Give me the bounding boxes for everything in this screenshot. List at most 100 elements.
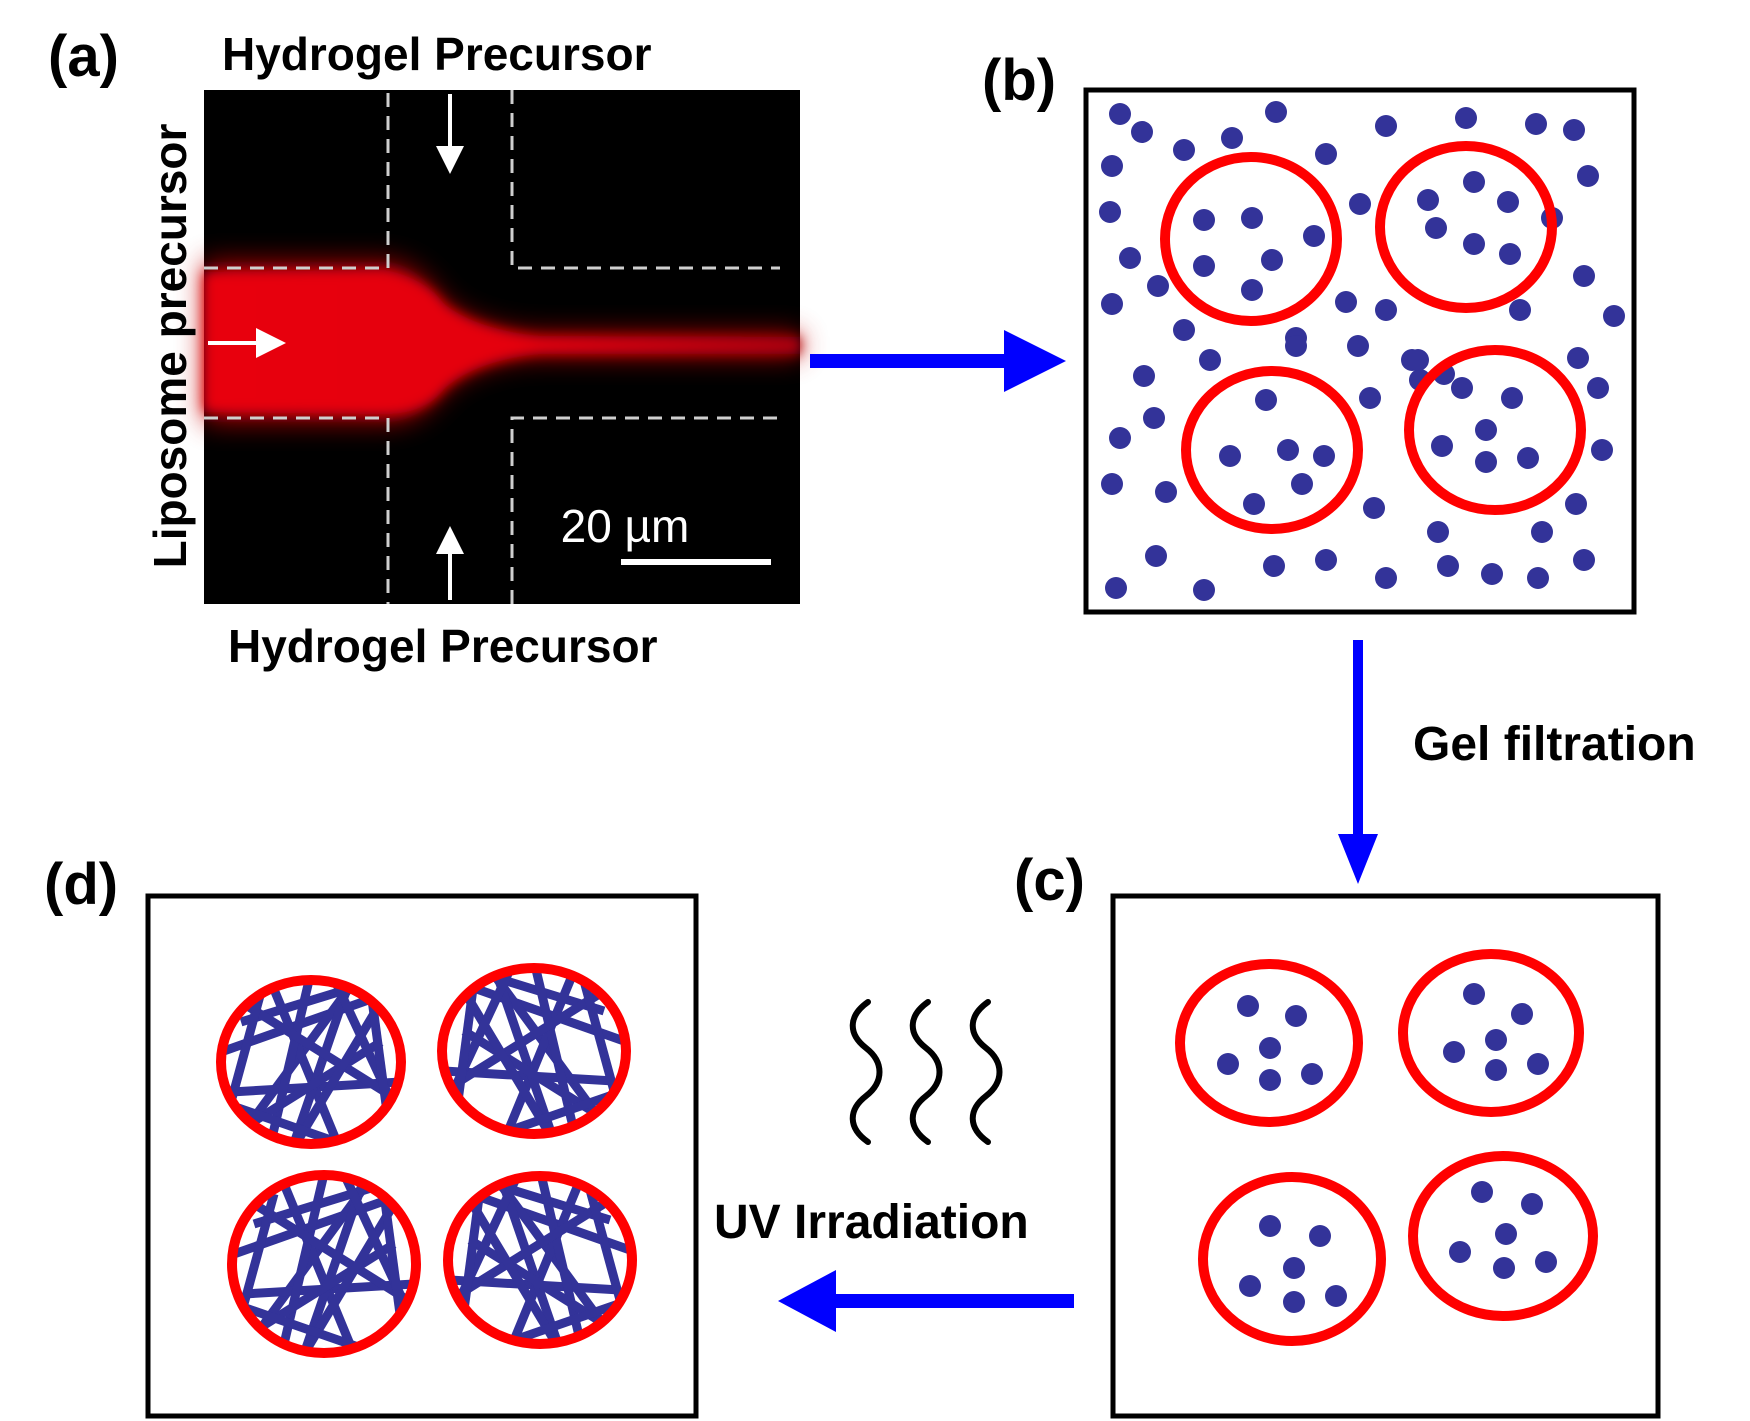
particle <box>1511 1003 1533 1025</box>
particle <box>1173 139 1195 161</box>
particle <box>1101 155 1123 177</box>
particle <box>1521 1193 1543 1215</box>
particle <box>1375 567 1397 589</box>
particle <box>1101 293 1123 315</box>
particle <box>1509 299 1531 321</box>
liposome-membrane <box>1198 1172 1386 1346</box>
panel-c-box <box>1110 893 1661 1419</box>
liposome-membrane <box>1160 152 1342 326</box>
crosslinked-liposomes <box>216 963 637 1358</box>
polymer-strand <box>232 1299 366 1353</box>
particle <box>1573 549 1595 571</box>
particle <box>1255 389 1277 411</box>
particle <box>1565 493 1587 515</box>
gel-filtration-label: Gel filtration <box>1413 718 1696 771</box>
polymer-strand <box>499 969 579 1134</box>
particle <box>1147 275 1169 297</box>
particle <box>1407 349 1429 371</box>
hydrogel-liposome <box>437 963 631 1139</box>
particle <box>1573 265 1595 287</box>
particle <box>1443 1041 1465 1063</box>
polymer-strand <box>266 980 316 1144</box>
particle <box>1417 189 1439 211</box>
liposome-membrane <box>1375 141 1557 313</box>
liposome-membrane <box>216 975 406 1149</box>
fluorescent-stream <box>204 270 800 414</box>
scale-bar-label: 20 µm <box>561 500 690 552</box>
channel-walls <box>204 90 780 604</box>
down-arrow <box>436 94 464 174</box>
liposome <box>1404 345 1586 515</box>
panel-b: (b) <box>982 48 1637 615</box>
particle <box>1375 115 1397 137</box>
polymer-strand <box>495 1176 565 1344</box>
polymer-strand <box>251 1200 416 1308</box>
particle <box>1259 1037 1281 1059</box>
particle <box>1131 121 1153 143</box>
left-inlet-label: Liposome precursor <box>144 124 196 569</box>
particle <box>1471 1181 1493 1203</box>
liposomes-mixture <box>1160 141 1586 534</box>
particle <box>1475 451 1497 473</box>
uv-light-icon <box>849 999 1003 1145</box>
hydrogel-liposome <box>216 975 406 1149</box>
arrow-a-to-b <box>810 330 1066 392</box>
particle <box>1241 207 1263 229</box>
particle <box>1517 447 1539 469</box>
panel-a: (a) Hydrogel Precursor <box>48 24 800 672</box>
particle <box>1531 521 1553 543</box>
particle <box>1193 579 1215 601</box>
particle <box>1193 255 1215 277</box>
particle <box>1265 101 1287 123</box>
particle <box>1109 427 1131 449</box>
panel-c-label: (c) <box>1014 848 1085 913</box>
liposome-membrane <box>227 1170 421 1358</box>
particle <box>1349 193 1371 215</box>
particle <box>1221 127 1243 149</box>
particle <box>1455 107 1477 129</box>
hydrogel-network <box>232 1175 416 1353</box>
liposome <box>1181 366 1363 534</box>
particle <box>1283 1291 1305 1313</box>
particle <box>1335 291 1357 313</box>
polymer-strand <box>535 1176 585 1342</box>
particle <box>1463 233 1485 255</box>
particle <box>1199 349 1221 371</box>
particle <box>1309 1225 1331 1247</box>
particle <box>1145 545 1167 567</box>
polymer-strand <box>279 1175 329 1346</box>
scale-bar <box>621 559 771 565</box>
particle <box>1497 191 1519 213</box>
polymer-strand <box>448 1196 613 1304</box>
hydrogel-network <box>221 980 401 1144</box>
panel-d-label: (d) <box>44 852 118 917</box>
liposome-membrane <box>1408 1151 1598 1321</box>
particle <box>1567 347 1589 369</box>
particle <box>1359 387 1381 409</box>
particle <box>1591 439 1613 461</box>
particle <box>1481 563 1503 585</box>
polymer-strand <box>226 990 266 1104</box>
particle <box>1525 113 1547 135</box>
particle <box>1263 555 1285 577</box>
particle <box>1325 1285 1347 1307</box>
hydrogel-liposome <box>227 1170 421 1358</box>
particle <box>1577 165 1599 187</box>
liposome <box>1408 1151 1598 1321</box>
particle <box>1347 335 1369 357</box>
particle <box>1463 983 1485 1005</box>
up-arrow <box>436 526 464 600</box>
particle <box>1241 279 1263 301</box>
uv-irradiation-label: UV Irradiation <box>714 1196 1029 1249</box>
liposome <box>1398 949 1584 1117</box>
particle <box>1243 493 1265 515</box>
particle <box>1105 577 1127 599</box>
liposome <box>1175 959 1363 1127</box>
particle <box>1313 445 1335 467</box>
liposome-membrane <box>1181 366 1363 534</box>
particle <box>1101 473 1123 495</box>
flow-arrows <box>208 94 464 600</box>
particle <box>1527 567 1549 589</box>
particle <box>1259 1069 1281 1091</box>
